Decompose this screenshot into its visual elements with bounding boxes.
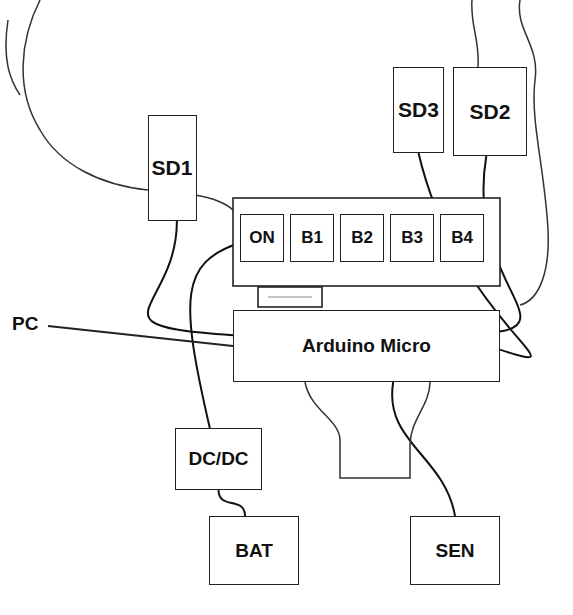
sensor-device: SD1 — [148, 115, 197, 221]
switch-button: ON — [240, 214, 284, 262]
module-marking — [268, 297, 312, 298]
node-label: Arduino Micro — [302, 335, 431, 357]
connector-module — [258, 287, 322, 307]
push-button: B2 — [340, 214, 384, 262]
port-label: PC — [10, 313, 40, 335]
sensor-device: SD3 — [393, 67, 444, 153]
neck-outline — [195, 195, 233, 210]
node-label: SD3 — [398, 98, 439, 122]
shoulder-outline — [472, 0, 479, 67]
battery-box: BAT — [209, 516, 299, 585]
push-button: B4 — [440, 214, 484, 262]
node-label: B1 — [301, 228, 323, 248]
microcontroller-box: Arduino Micro — [233, 310, 500, 382]
sensor-box: SEN — [410, 516, 500, 585]
push-button: B1 — [290, 214, 334, 262]
node-label: ON — [249, 228, 275, 248]
node-label: B2 — [351, 228, 373, 248]
node-label: SD1 — [152, 156, 193, 180]
wire — [219, 490, 246, 516]
push-button: B3 — [390, 214, 434, 262]
wire — [392, 382, 455, 516]
node-label: B4 — [451, 228, 473, 248]
head-outline — [23, 0, 148, 190]
node-label: DC/DC — [188, 448, 248, 470]
node-label: SD2 — [470, 100, 511, 124]
converter-box: DC/DC — [175, 428, 262, 490]
node-label: BAT — [235, 540, 273, 562]
sensor-device: SD2 — [453, 67, 527, 156]
pc-leader-line — [48, 326, 233, 346]
button-board — [233, 198, 500, 286]
head-outline — [6, 20, 20, 95]
node-label: SEN — [435, 540, 474, 562]
node-label: B3 — [401, 228, 423, 248]
torso-outline — [305, 382, 430, 478]
